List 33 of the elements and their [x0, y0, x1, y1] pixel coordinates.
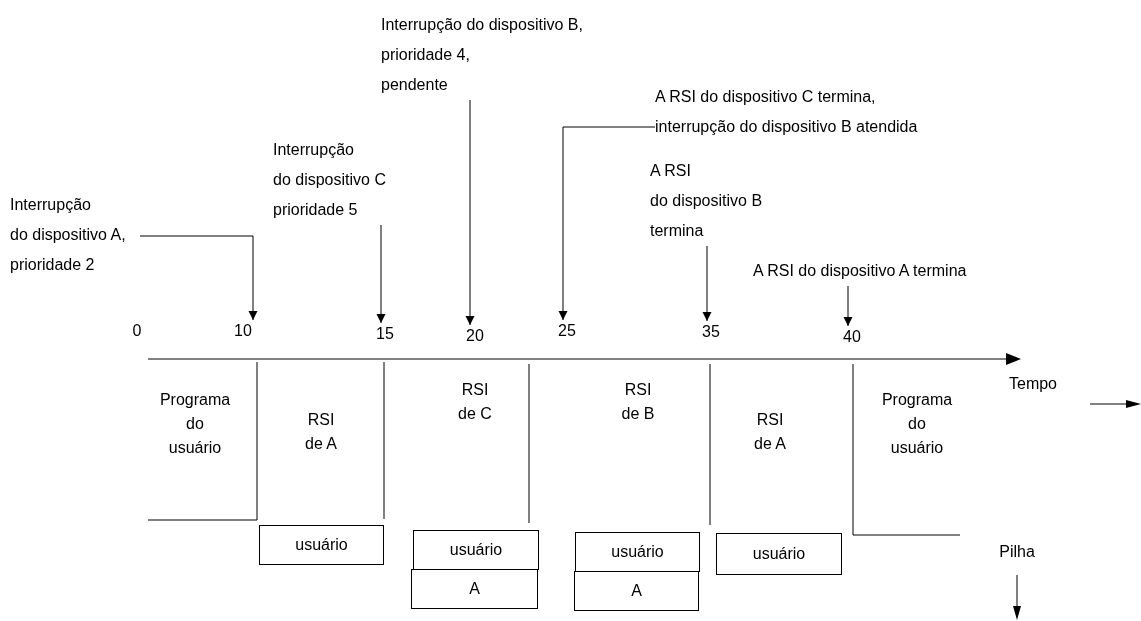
- arrow: [843, 285, 853, 327]
- time-tick-label: 25: [552, 320, 582, 342]
- event-note: A RSI do dispositivo C termina, interrupção do dispositivo B atendida: [655, 82, 1015, 142]
- time-tick-label: 15: [370, 323, 400, 345]
- arrow: [558, 126, 656, 321]
- arrow: [376, 224, 386, 324]
- stack-frame: usuário: [575, 532, 700, 572]
- stack-frame: usuário: [259, 525, 384, 565]
- segment-label: RSI de C: [457, 380, 493, 424]
- time-tick-label: 40: [837, 326, 867, 348]
- segment-label: RSI de A: [753, 410, 787, 454]
- segment-label: Programa do usuário: [158, 390, 232, 458]
- event-note: Interrupção do dispositivo B, prioridade 4, pendente: [381, 10, 581, 100]
- axis-label: Tempo: [1008, 374, 1058, 394]
- segment-label: RSI de B: [620, 380, 656, 424]
- event-note: A RSI do dispositivo B termina: [650, 156, 800, 246]
- time-tick-label: 10: [228, 320, 258, 342]
- time-tick-label: 35: [696, 321, 726, 343]
- stack-frame: A: [411, 569, 538, 609]
- arrow: [702, 245, 712, 322]
- stack-frame: usuário: [716, 533, 842, 575]
- arrow: [465, 99, 475, 326]
- event-note: Interrupção do dispositivo A, prioridade 2: [10, 190, 140, 280]
- stack-frame: usuário: [413, 530, 539, 570]
- stack-frame: A: [574, 571, 699, 611]
- arrow: [139, 235, 258, 321]
- event-note: A RSI do dispositivo A termina: [753, 256, 1003, 286]
- segment-label: Programa do usuário: [880, 390, 954, 458]
- axis-label: Pilha: [998, 542, 1036, 562]
- time-tick-label: 0: [122, 320, 152, 342]
- time-tick-label: 20: [460, 325, 490, 347]
- event-note: Interrupção do dispositivo C prioridade 5: [273, 135, 423, 225]
- segment-label: RSI de A: [304, 410, 338, 454]
